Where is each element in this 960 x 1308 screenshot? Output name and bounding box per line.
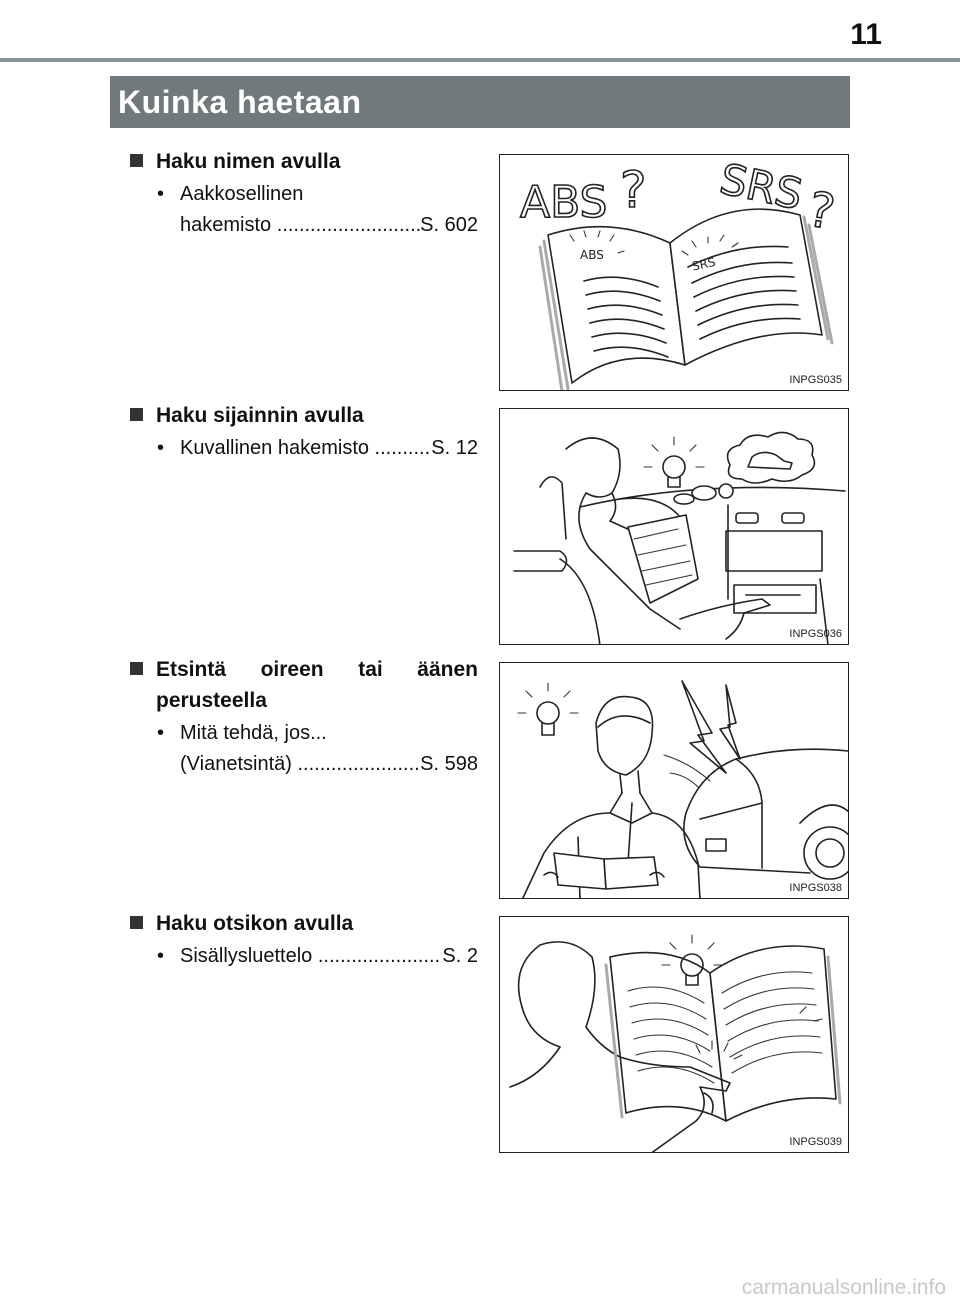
page-reference: S. 2 <box>442 945 478 967</box>
figure-code: INPGS039 <box>789 1136 842 1148</box>
abs-label: ABS <box>520 177 607 228</box>
bullet-icon: • <box>157 437 165 459</box>
section-heading: Etsintä oireen tai äänen <box>156 658 478 681</box>
bullet-icon: • <box>157 183 165 205</box>
bullet-icon: • <box>157 722 165 744</box>
section-heading: Haku sijainnin avulla <box>156 404 364 427</box>
page-number: 11 <box>850 18 882 51</box>
figure-code: INPGS035 <box>789 374 842 386</box>
driver-reading-manual-illustration <box>513 431 846 644</box>
square-bullet-icon <box>130 916 143 929</box>
page-reference: S. 12 <box>431 437 478 459</box>
entry-text: (Vianetsintä) <box>180 753 292 775</box>
entry-text: Mitä tehdä, jos... <box>180 722 327 744</box>
list-item: • Mitä tehdä, jos... (Vianetsintä) .....… <box>130 718 478 780</box>
bullet-icon: • <box>157 945 165 967</box>
figure-code: INPGS038 <box>789 882 842 894</box>
square-bullet-icon <box>130 662 143 675</box>
section-title-search: Haku otsikon avulla • Sisällysluettelo .… <box>130 908 478 972</box>
square-bullet-icon <box>130 408 143 421</box>
section-heading: Haku nimen avulla <box>156 150 341 173</box>
section-heading-continued: perusteella <box>156 689 267 712</box>
page-reference: S. 598 <box>420 753 478 775</box>
srs-small-label: SRS <box>691 255 717 274</box>
header-rule <box>0 58 960 62</box>
banner-title: Kuinka haetaan <box>118 83 362 120</box>
man-hearing-car-noise-illustration <box>517 680 848 898</box>
section-location-search: Haku sijainnin avulla • Kuvallinen hakem… <box>130 400 478 464</box>
entry-text: hakemisto <box>180 214 272 236</box>
entry-text: Sisällysluettelo <box>180 945 313 967</box>
section-name-search: Haku nimen avulla • Aakkosellinen hakemi… <box>130 146 478 241</box>
abs-small-label: ABS <box>580 248 604 262</box>
figure-reading-contents: INPGS039 <box>499 916 849 1153</box>
figure-man-and-car: INPGS038 <box>499 662 849 899</box>
section-heading: Haku otsikon avulla <box>156 912 354 935</box>
watermark: carmanualsonline.info <box>741 1276 946 1299</box>
square-bullet-icon <box>130 154 143 167</box>
figure-driver-dashboard: INPGS036 <box>499 408 849 645</box>
figure-open-manual: ABS ? SRS ? ABS SRS <box>499 154 849 391</box>
open-book-illustration: ABS ? SRS ? ABS SRS <box>519 155 840 390</box>
list-item: • Aakkosellinen hakemisto ..............… <box>130 179 478 241</box>
svg-text:?: ? <box>620 161 647 219</box>
person-reading-contents-illustration <box>509 934 842 1152</box>
page-reference: S. 602 <box>420 214 478 236</box>
list-item: • Kuvallinen hakemisto .................… <box>130 433 478 464</box>
entry-text: Aakkosellinen <box>180 183 304 205</box>
figure-code: INPGS036 <box>789 628 842 640</box>
section-banner: Kuinka haetaan <box>110 76 850 128</box>
list-item: • Sisällysluettelo .....................… <box>130 941 478 972</box>
section-symptom-search: Etsintä oireen tai äänen perusteella • M… <box>130 654 478 780</box>
entry-text: Kuvallinen hakemisto <box>180 437 369 459</box>
